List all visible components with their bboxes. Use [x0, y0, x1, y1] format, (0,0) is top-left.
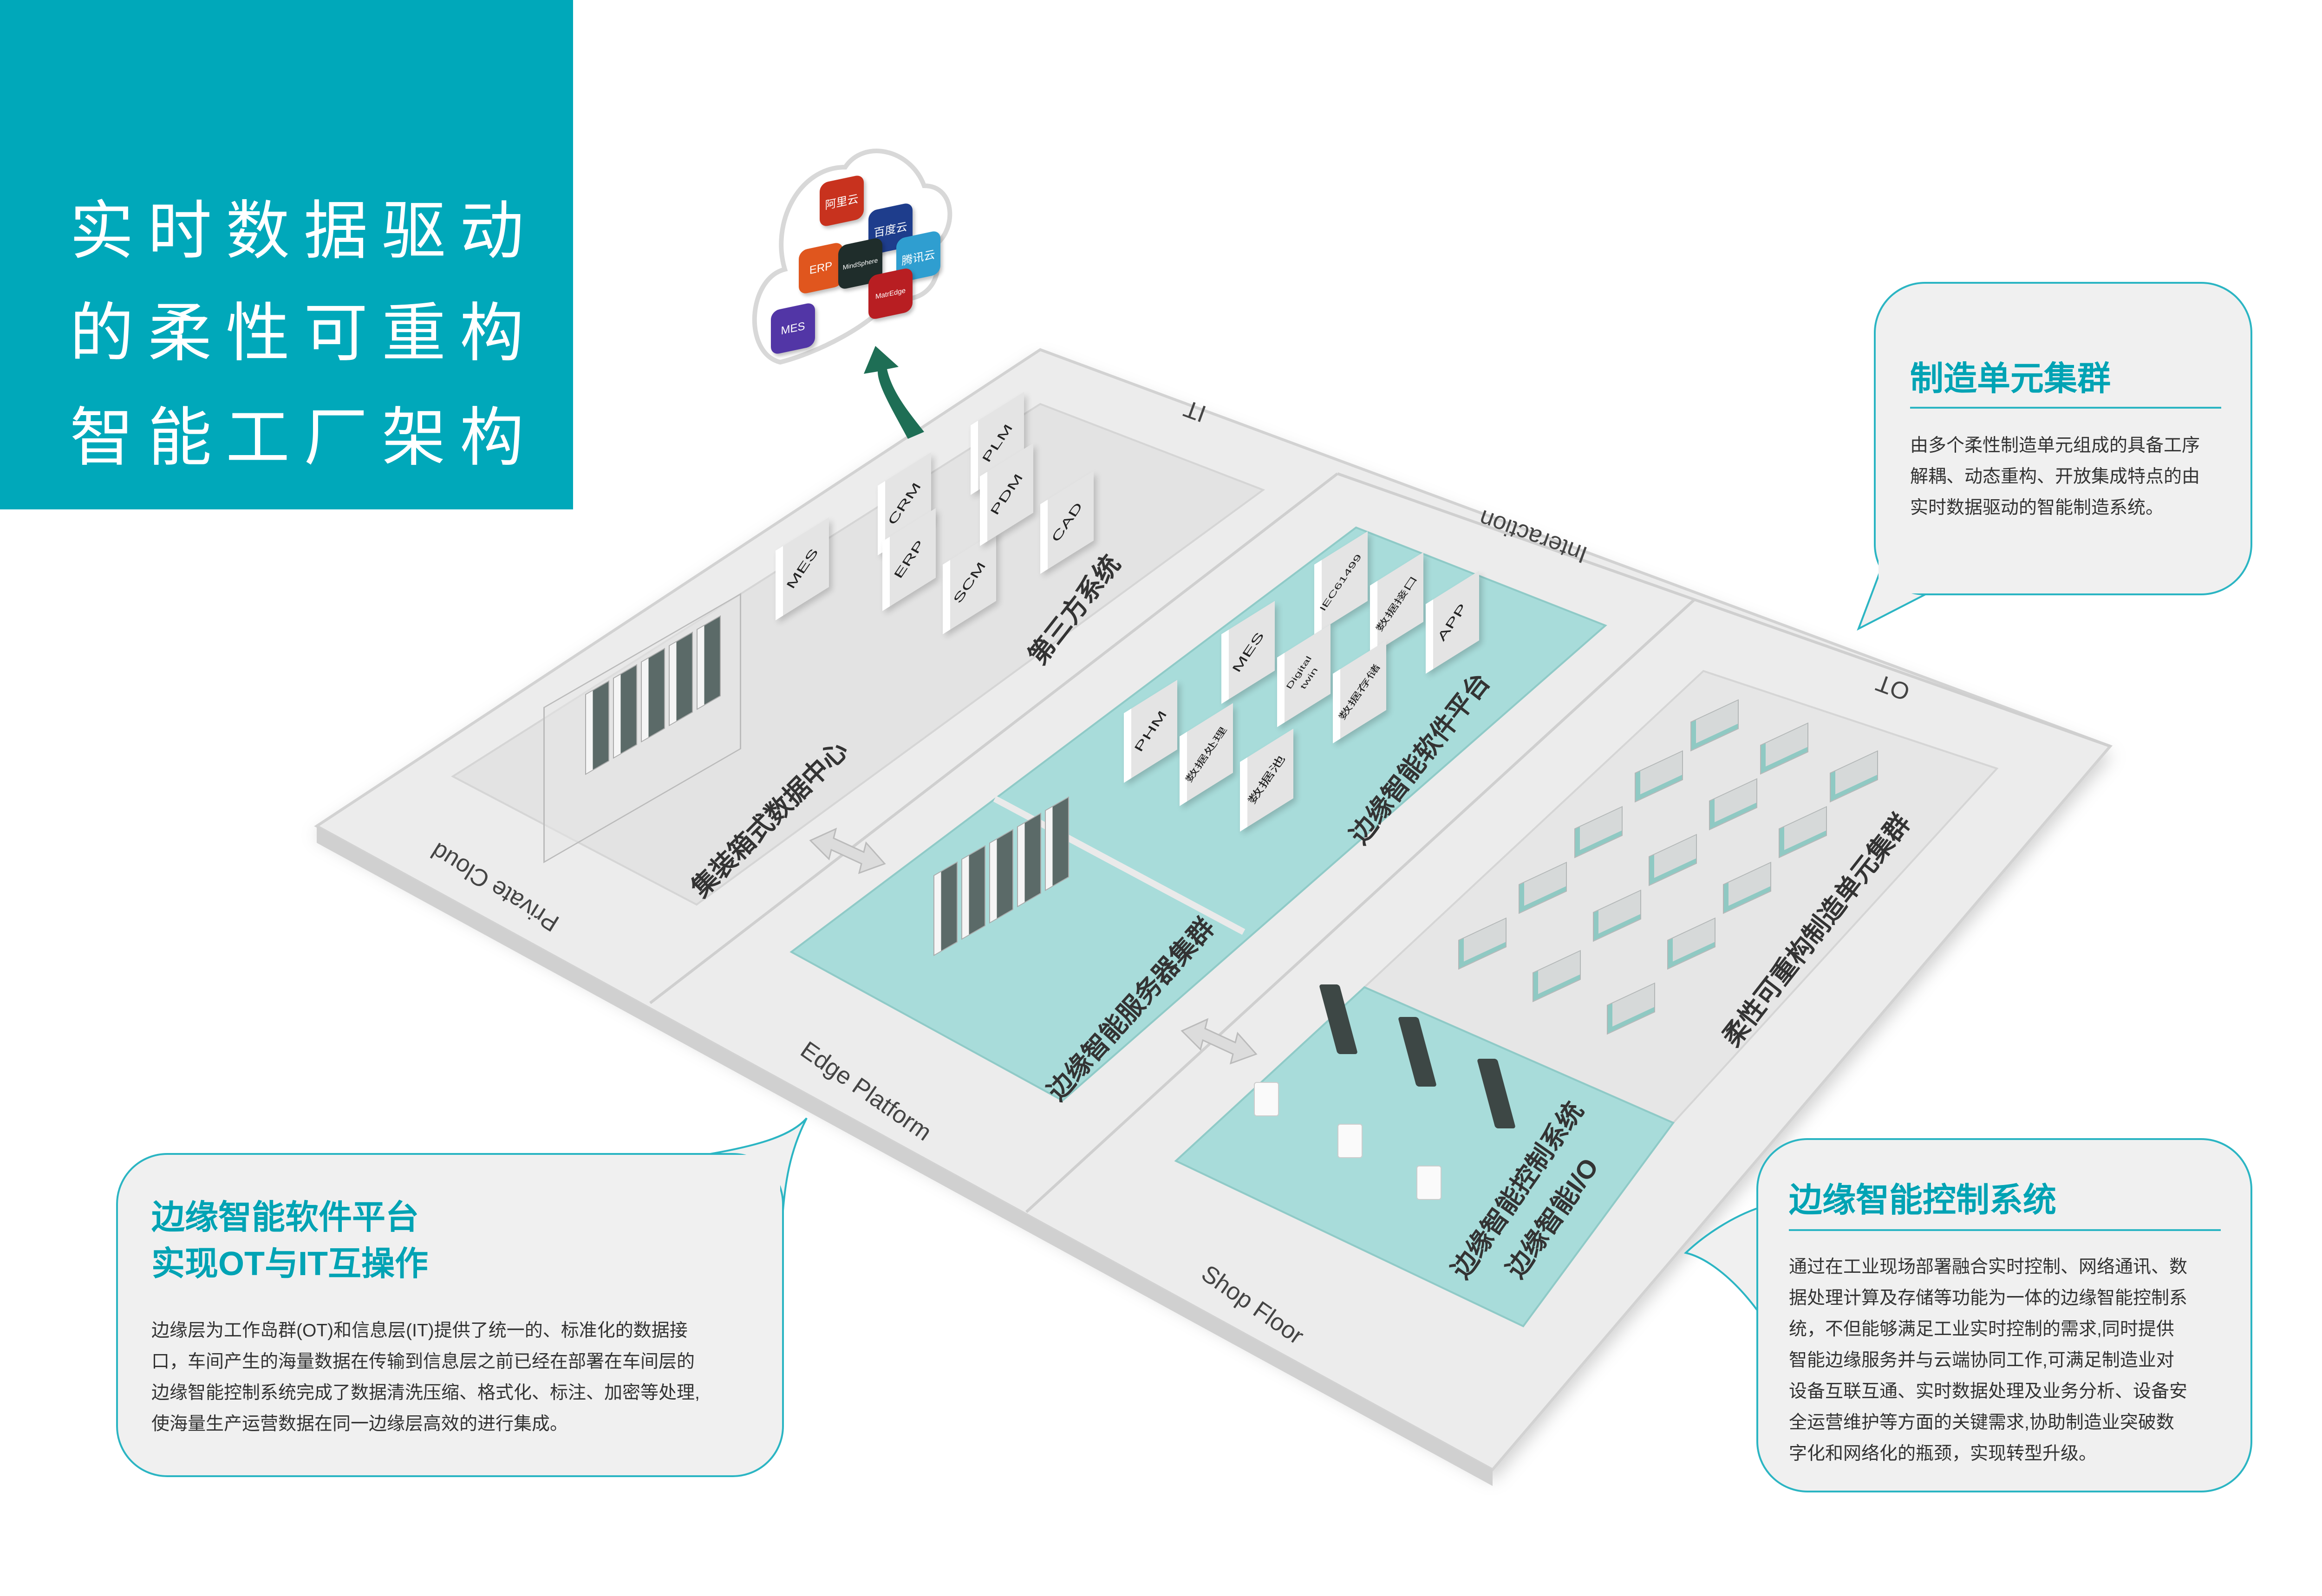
tile-label: 数据接口 [1374, 574, 1420, 633]
title-line: 的柔性可重构 [70, 298, 538, 369]
tile-label: ERP [891, 538, 927, 581]
tile-label: ERP [809, 259, 833, 277]
tile-label: MindSphere [842, 256, 878, 271]
tile-label: 腾讯云 [901, 248, 935, 268]
body-line: 字化和网络化的瓶颈，实现转型升级。 [1789, 1444, 2097, 1464]
callout-tail-cover [734, 1155, 780, 1225]
callout-body: 边缘层为工作岛群(OT)和信息层(IT)提供了统一的、标准化的数据接 口，车间产… [151, 1315, 700, 1440]
body-line: 设备互联互通、实时数据处理及业务分析、设备安 [1789, 1381, 2188, 1401]
server-rack [613, 664, 637, 759]
tile-label: 百度云 [874, 220, 907, 240]
body-line: 统，不但能够满足工业实时控制的需求,同时提供 [1789, 1319, 2174, 1339]
title-line: 智能工厂架构 [70, 402, 538, 474]
server-rack [933, 861, 958, 957]
edge-platform-panel [789, 526, 1607, 1102]
tile-label: IEC61499 [1318, 553, 1364, 613]
callout-title: 边缘智能控制系统 [1789, 1182, 2057, 1219]
body-line: 边缘层为工作岛群(OT)和信息层(IT)提供了统一的、标准化的数据接 [151, 1321, 688, 1341]
tile-label: 数据池 [1246, 754, 1288, 807]
body-line: 全运营维护等方面的关键需求,协助制造业突破数 [1789, 1413, 2174, 1433]
server-rack [1045, 796, 1069, 892]
body-line: 通过在工业现场部署融合实时控制、网络通讯、数 [1789, 1257, 2188, 1277]
callout-body: 通过在工业现场部署融合实时控制、网络通讯、数 据处理计算及存储等功能为一体的边缘… [1789, 1251, 2187, 1469]
tile-label: PHM [1131, 708, 1170, 755]
callout-control-system: 边缘智能控制系统 通过在工业现场部署融合实时控制、网络通讯、数 据处理计算及存储… [1756, 1138, 2252, 1492]
callout-tail-cover [1878, 557, 1925, 593]
divider [649, 472, 1338, 1004]
server-rack [669, 631, 693, 727]
tile-label: Digital twin [1284, 654, 1320, 691]
edge-io-module [1416, 1166, 1441, 1200]
body-line: 边缘智能控制系统完成了数据清洗压缩、格式化、标注、加密等处理, [151, 1383, 700, 1403]
tile-label: PDM [987, 471, 1026, 518]
body-line: 智能边缘服务并与云端协同工作,可满足制造业对 [1789, 1350, 2174, 1370]
double-arrow-icon [809, 827, 1258, 1065]
body-line: 解耦、动态重构、开放集成特点的由 [1910, 467, 2200, 487]
body-line: 据处理计算及存储等功能为一体的边缘智能控制系 [1789, 1288, 2188, 1308]
edge-io-module [1337, 1124, 1363, 1158]
tile-label: CAD [1048, 500, 1086, 545]
callout-title: 制造单元集群 [1910, 360, 2111, 397]
server-rack [961, 845, 985, 940]
tile-label: 数据存储 [1337, 662, 1383, 722]
tile-label: MatrEdge [875, 287, 906, 301]
body-line: 实时数据驱动的智能制造系统。 [1910, 498, 2164, 518]
divider [1337, 472, 2111, 748]
body-line: 使海量生产运营数据在同一边缘层高效的进行集成。 [151, 1414, 568, 1434]
title-panel: 实时数据驱动 的柔性可重构 智能工厂架构 [0, 0, 573, 509]
tile-label: 数据处理 [1183, 725, 1229, 784]
callout-body: 由多个柔性制造单元组成的具备工序 解耦、动态重构、开放集成特点的由 实时数据驱动… [1910, 430, 2200, 523]
callout-title: 边缘智能软件平台 实现OT与IT互操作 [151, 1194, 428, 1287]
title-line: 实时数据驱动 [70, 195, 538, 267]
tile-label: 阿里云 [825, 192, 859, 212]
callout-tail-cover [1758, 1212, 1777, 1309]
divider [1910, 407, 2221, 409]
title-line: 边缘智能软件平台 [151, 1199, 419, 1236]
server-rack [585, 680, 609, 775]
server-rack [989, 828, 1013, 924]
tile-label: SCM [950, 560, 989, 606]
callout-software-platform: 边缘智能软件平台 实现OT与IT互操作 边缘层为工作岛群(OT)和信息层(IT)… [116, 1153, 784, 1477]
callout-tail [1683, 1206, 1761, 1315]
server-rack [1017, 812, 1041, 908]
shop-floor-panel [1174, 986, 1675, 1328]
divider [1025, 598, 1696, 1213]
tile-label: APP [1435, 601, 1470, 644]
body-line: 由多个柔性制造单元组成的具备工序 [1910, 436, 2200, 456]
title-line: 实现OT与IT互操作 [151, 1245, 428, 1283]
tile-label: MES [783, 546, 821, 592]
edge-io-module [1254, 1082, 1279, 1116]
divider [1789, 1229, 2221, 1231]
server-rack [697, 615, 721, 710]
upload-arrow-icon [864, 346, 924, 439]
tile-label: MES [781, 319, 805, 338]
body-line: 口，车间产生的海量数据在传输到信息层之前已经在部署在车间层的 [151, 1352, 695, 1372]
callout-cluster: 制造单元集群 由多个柔性制造单元组成的具备工序 解耦、动态重构、开放集成特点的由… [1874, 282, 2252, 595]
tile-label: MES [1229, 630, 1267, 675]
server-rack [641, 647, 665, 743]
base-platform-edge [317, 826, 1493, 1486]
